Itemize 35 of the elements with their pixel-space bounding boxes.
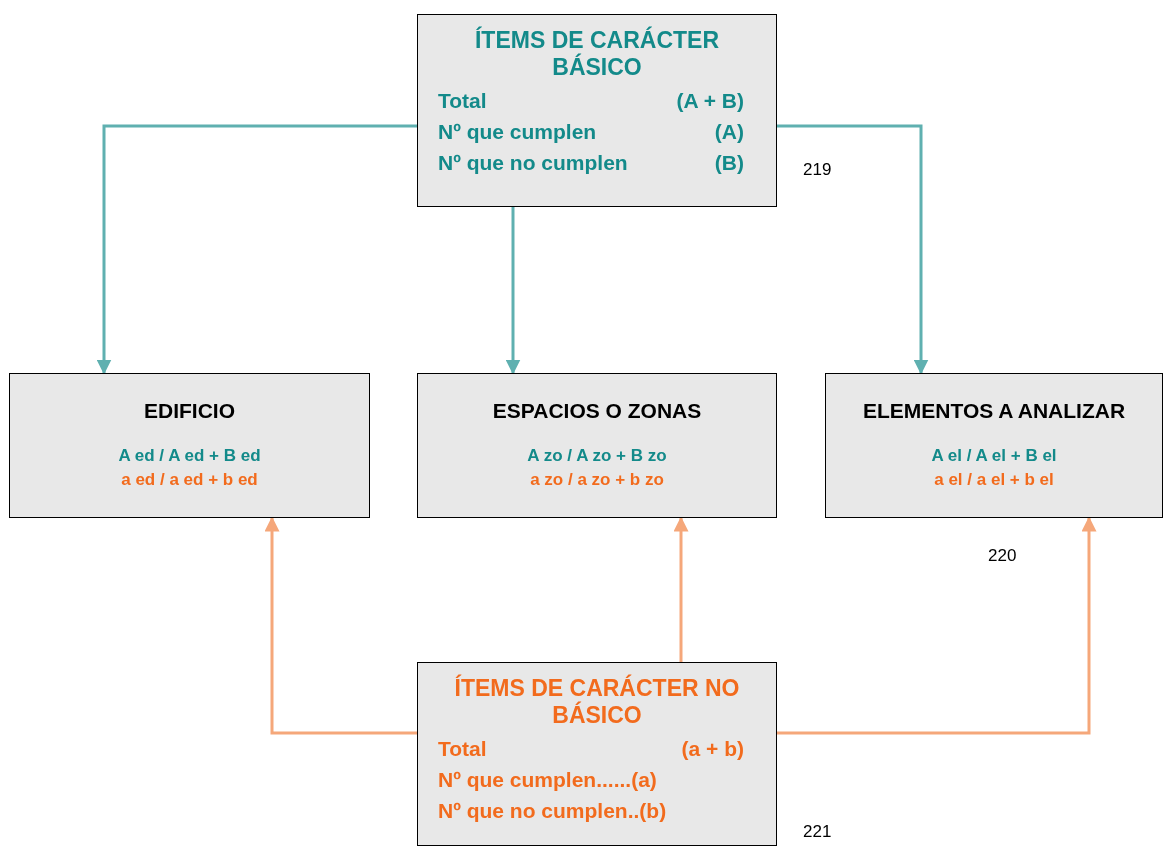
summary-box xyxy=(417,14,777,207)
ratio-formula: A zo / A zo + B zo xyxy=(527,445,667,467)
ratio-formula: a el / a el + b el xyxy=(934,469,1054,491)
box-text: Nº que cumplen xyxy=(438,119,597,145)
box-text: Total xyxy=(438,736,487,762)
ratio-formula: a ed / a ed + b ed xyxy=(121,469,258,491)
box-text: (A + B) xyxy=(676,88,744,114)
box-heading: ELEMENTOS A ANALIZAR xyxy=(861,398,1127,424)
box-heading: ESPACIOS O ZONAS xyxy=(491,398,703,424)
box-text: (A) xyxy=(714,119,744,145)
box-text: Nº que no cumplen xyxy=(438,150,628,176)
category-box xyxy=(9,373,370,518)
page-number: 221 xyxy=(803,821,832,843)
page-number: 219 xyxy=(803,159,832,181)
page-number: 220 xyxy=(988,545,1017,567)
box-text: (a + b) xyxy=(681,736,744,762)
box-text: Total xyxy=(438,88,487,114)
box-heading: EDIFICIO xyxy=(143,398,236,424)
box-text: Nº que no cumplen..(b) xyxy=(438,798,667,824)
box-text: Nº que cumplen......(a) xyxy=(438,767,657,793)
ratio-formula: A ed / A ed + B ed xyxy=(118,445,261,467)
box-heading: ÍTEMS DE CARÁCTER BÁSICO xyxy=(473,27,721,81)
box-text: (B) xyxy=(714,150,744,176)
arrow xyxy=(505,207,521,375)
arrow xyxy=(96,124,417,375)
arrow xyxy=(777,516,1097,735)
arrow xyxy=(673,516,689,662)
ratio-formula: A el / A el + B el xyxy=(931,445,1057,467)
summary-box xyxy=(417,662,777,846)
arrow xyxy=(777,124,929,375)
ratio-formula: a zo / a zo + b zo xyxy=(530,469,664,491)
arrow xyxy=(264,516,417,735)
category-box xyxy=(825,373,1163,518)
category-box xyxy=(417,373,777,518)
box-heading: ÍTEMS DE CARÁCTER NO BÁSICO xyxy=(453,675,741,729)
